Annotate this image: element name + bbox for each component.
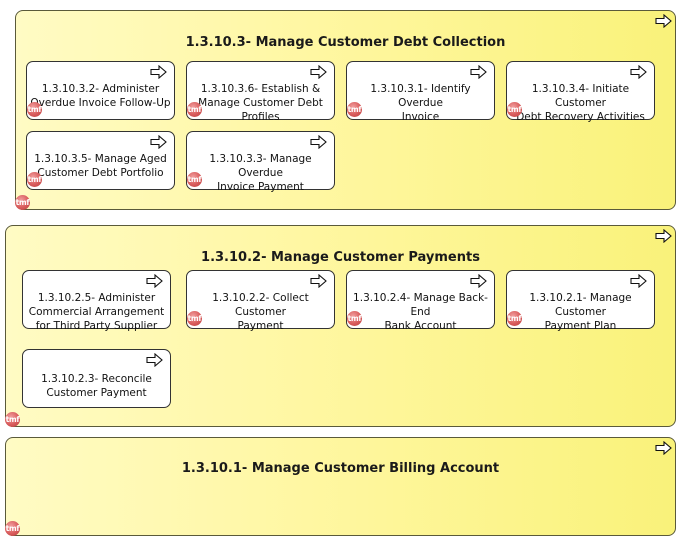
group-debt-collection[interactable]: 1.3.10.3- Manage Customer Debt Collectio… xyxy=(15,10,676,210)
process-label: 1.3.10.3.2- Administer Overdue Invoice F… xyxy=(30,83,171,109)
process-arrow-icon xyxy=(310,274,327,288)
process-arrow-icon xyxy=(655,229,672,243)
process-box-1.3.10.2.2[interactable]: 1.3.10.2.2- Collect Customer Payment tmf xyxy=(186,270,335,332)
tmf-icon: tmf xyxy=(27,172,42,187)
tmf-icon: tmf xyxy=(187,311,202,326)
tmf-icon: tmf xyxy=(347,102,362,117)
group-title: 1.3.10.3- Manage Customer Debt Collectio… xyxy=(185,35,506,50)
process-box-1.3.10.2.4[interactable]: 1.3.10.2.4- Manage Back-End Bank Account… xyxy=(346,270,495,332)
process-box-1.3.10.2.5[interactable]: 1.3.10.2.5- Administer Commercial Arrang… xyxy=(22,270,171,332)
tmf-icon: tmf xyxy=(15,195,30,210)
process-arrow-icon xyxy=(150,135,167,149)
group-billing-account[interactable]: 1.3.10.1- Manage Customer Billing Accoun… xyxy=(5,437,676,536)
group-title: 1.3.10.2- Manage Customer Payments xyxy=(201,250,480,265)
process-box-1.3.10.3.4[interactable]: 1.3.10.3.4- Initiate Customer Debt Recov… xyxy=(506,61,655,123)
tmf-icon: tmf xyxy=(187,172,202,187)
process-arrow-icon xyxy=(150,65,167,79)
tmf-icon: tmf xyxy=(187,102,202,117)
process-label: 1.3.10.3.4- Initiate Customer Debt Recov… xyxy=(516,83,645,123)
tmf-icon: tmf xyxy=(5,521,20,536)
group-customer-payments[interactable]: 1.3.10.2- Manage Customer Payments tmf 1… xyxy=(5,225,676,427)
process-arrow-icon xyxy=(470,274,487,288)
process-label: 1.3.10.3.1- Identify Overdue Invoice xyxy=(370,83,471,123)
tmf-icon: tmf xyxy=(507,102,522,117)
process-label: 1.3.10.2.2- Collect Customer Payment xyxy=(212,292,309,332)
process-box-1.3.10.3.1[interactable]: 1.3.10.3.1- Identify Overdue Invoice tmf xyxy=(346,61,495,123)
process-arrow-icon xyxy=(470,65,487,79)
process-box-1.3.10.2.1[interactable]: 1.3.10.2.1- Manage Customer Payment Plan… xyxy=(506,270,655,332)
process-box-1.3.10.3.3[interactable]: 1.3.10.3.3- Manage Overdue Invoice Payme… xyxy=(186,131,335,193)
process-arrow-icon xyxy=(630,65,647,79)
process-label: 1.3.10.2.1- Manage Customer Payment Plan xyxy=(529,292,632,332)
tmf-icon: tmf xyxy=(507,311,522,326)
process-box-1.3.10.3.6[interactable]: 1.3.10.3.6- Establish & Manage Customer … xyxy=(186,61,335,123)
process-arrow-icon xyxy=(655,14,672,28)
process-label: 1.3.10.3.3- Manage Overdue Invoice Payme… xyxy=(209,153,312,193)
process-arrow-icon xyxy=(310,65,327,79)
tmf-icon: tmf xyxy=(5,412,20,427)
process-arrow-icon xyxy=(630,274,647,288)
process-label: 1.3.10.3.5- Manage Aged Customer Debt Po… xyxy=(34,153,167,179)
process-box-1.3.10.2.3[interactable]: 1.3.10.2.3- Reconcile Customer Payment xyxy=(22,349,171,408)
process-box-1.3.10.3.5[interactable]: 1.3.10.3.5- Manage Aged Customer Debt Po… xyxy=(26,131,175,190)
process-label: 1.3.10.2.4- Manage Back-End Bank Account xyxy=(353,292,488,332)
process-arrow-icon xyxy=(146,274,163,288)
group-title: 1.3.10.1- Manage Customer Billing Accoun… xyxy=(181,461,500,476)
process-arrow-icon xyxy=(655,441,672,455)
process-label: 1.3.10.3.6- Establish & Manage Customer … xyxy=(198,83,323,123)
process-label: 1.3.10.2.3- Reconcile Customer Payment xyxy=(41,373,152,399)
tmf-icon: tmf xyxy=(347,311,362,326)
process-arrow-icon xyxy=(146,353,163,367)
process-box-1.3.10.3.2[interactable]: 1.3.10.3.2- Administer Overdue Invoice F… xyxy=(26,61,175,120)
tmf-icon: tmf xyxy=(27,102,42,117)
process-arrow-icon xyxy=(310,135,327,149)
process-label: 1.3.10.2.5- Administer Commercial Arrang… xyxy=(28,292,165,332)
